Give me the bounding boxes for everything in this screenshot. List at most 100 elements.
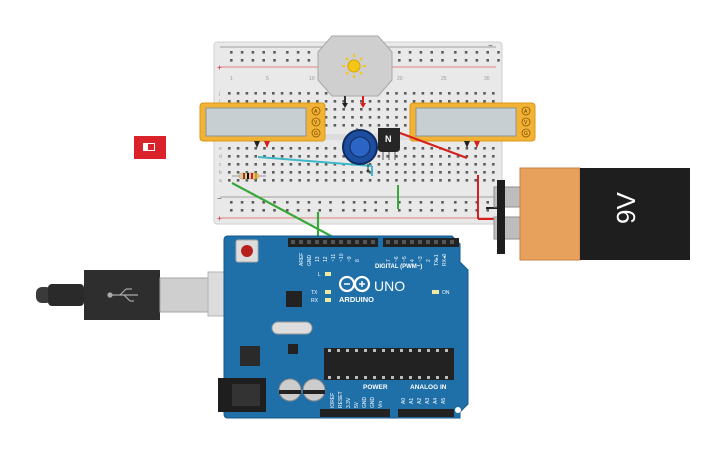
breadboard-hole bbox=[421, 147, 425, 150]
breadboard-hole bbox=[454, 51, 457, 54]
breadboard-hole bbox=[316, 171, 319, 174]
pin-label: 4 bbox=[410, 259, 416, 262]
breadboard-hole bbox=[316, 163, 319, 166]
pin-label: Vin bbox=[378, 401, 384, 408]
breadboard-hole bbox=[475, 59, 479, 62]
col-number: 30 bbox=[484, 76, 490, 82]
breadboard-hole bbox=[483, 179, 486, 182]
breadboard-hole bbox=[408, 51, 412, 54]
breadboard-hole bbox=[289, 163, 293, 166]
battery-label: 9V bbox=[611, 192, 641, 224]
battery-9v[interactable]: 9V bbox=[493, 167, 690, 261]
wire-red-transistor[interactable] bbox=[391, 128, 468, 160]
breadboard-hole bbox=[430, 92, 433, 95]
slide-switch[interactable] bbox=[134, 136, 166, 159]
usb-icon bbox=[107, 288, 138, 302]
breadboard-hole bbox=[454, 59, 457, 62]
wire-cyan[interactable] bbox=[257, 156, 373, 167]
breadboard-hole bbox=[251, 209, 255, 212]
electrolytic-capacitor[interactable] bbox=[342, 128, 378, 173]
breadboard-hole bbox=[351, 179, 354, 182]
pin-label: 3.3V bbox=[346, 397, 352, 408]
breadboard-hole bbox=[333, 108, 337, 111]
breadboard-hole bbox=[228, 155, 231, 158]
light-sensor-left[interactable]: A V G bbox=[199, 102, 326, 148]
usb-cable[interactable] bbox=[36, 270, 265, 320]
pin-label: 5V bbox=[354, 401, 360, 408]
breadboard-hole bbox=[377, 100, 381, 103]
power-jack[interactable] bbox=[218, 378, 266, 412]
breadboard-hole bbox=[430, 179, 433, 182]
breadboard-hole bbox=[351, 116, 354, 119]
dc-motor[interactable] bbox=[317, 35, 393, 108]
power-header[interactable] bbox=[320, 409, 454, 417]
reset-button[interactable] bbox=[235, 239, 259, 263]
breadboard-hole bbox=[404, 92, 407, 95]
breadboard-hole bbox=[395, 124, 398, 127]
breadboard-hole bbox=[492, 100, 495, 103]
breadboard-hole bbox=[254, 92, 257, 95]
breadboard-hole bbox=[262, 51, 265, 54]
breadboard-hole bbox=[333, 155, 337, 158]
digital-header[interactable] bbox=[288, 238, 459, 247]
breadboard-hole bbox=[240, 201, 244, 204]
arduino-uno[interactable]: AREF GND 13 12 ~11 ~10 ~9 8 7 ~6 ~5 4 ~3… bbox=[218, 235, 469, 419]
breadboard-hole bbox=[263, 179, 266, 182]
power-label: POWER bbox=[363, 384, 388, 391]
breadboard-hole bbox=[404, 108, 407, 111]
on-label: ON bbox=[442, 290, 450, 296]
breadboard-hole bbox=[289, 147, 293, 150]
l-led bbox=[325, 272, 331, 276]
breadboard-hole bbox=[368, 116, 372, 119]
breadboard-hole bbox=[486, 59, 489, 62]
wire-green-pin9[interactable] bbox=[231, 182, 347, 245]
tx-led bbox=[325, 290, 331, 294]
pin-label: ~5 bbox=[402, 256, 408, 262]
breadboard-hole bbox=[395, 108, 398, 111]
l-led-label: L bbox=[318, 272, 321, 278]
pin-label: GND bbox=[307, 255, 313, 267]
breadboard-hole bbox=[333, 124, 337, 127]
breadboard-hole bbox=[296, 51, 300, 54]
breadboard-hole bbox=[448, 92, 451, 95]
pin-label: A bbox=[314, 109, 318, 115]
row-labels-bottom: e d c b a bbox=[219, 146, 222, 184]
breadboard-hole bbox=[483, 100, 486, 103]
breadboard-hole bbox=[368, 100, 372, 103]
pin-label: ~6 bbox=[394, 256, 400, 262]
breadboard-hole bbox=[441, 51, 444, 54]
pin-label: TX▸1 bbox=[434, 254, 440, 266]
breadboard-hole bbox=[254, 100, 257, 103]
breadboard-hole bbox=[360, 124, 363, 127]
rail-minus-bottom: − bbox=[217, 194, 222, 203]
breadboard-hole bbox=[236, 179, 240, 182]
breadboard-hole bbox=[421, 163, 425, 166]
breadboard-hole bbox=[298, 147, 301, 150]
breadboard-hole bbox=[398, 51, 401, 54]
digital-label: DIGITAL (PWM~) bbox=[375, 264, 422, 270]
breadboard-hole bbox=[273, 201, 276, 204]
light-sensor-right[interactable]: A V G bbox=[409, 102, 536, 148]
rail-plus-top: + bbox=[217, 63, 222, 72]
breadboard-hole bbox=[412, 92, 416, 95]
npn-transistor[interactable]: N bbox=[378, 128, 400, 160]
atmega-chip bbox=[324, 348, 454, 380]
col-number: 10 bbox=[309, 76, 315, 82]
breadboard-hole bbox=[492, 92, 495, 95]
breadboard-hole bbox=[486, 209, 489, 212]
breadboard-hole bbox=[228, 147, 231, 150]
breadboard-hole bbox=[430, 59, 433, 62]
breadboard-hole bbox=[342, 155, 345, 158]
on-led bbox=[432, 290, 439, 294]
breadboard-hole bbox=[465, 163, 469, 166]
breadboard-hole bbox=[408, 59, 412, 62]
breadboard-hole bbox=[318, 209, 321, 212]
resistor[interactable] bbox=[232, 172, 266, 180]
pin-label: IOREF bbox=[330, 393, 336, 408]
rx-led-label: RX bbox=[311, 298, 319, 304]
breadboard-hole bbox=[404, 171, 407, 174]
breadboard-hole bbox=[363, 209, 367, 212]
breadboard-hole bbox=[280, 92, 284, 95]
breadboard-hole bbox=[324, 171, 328, 174]
